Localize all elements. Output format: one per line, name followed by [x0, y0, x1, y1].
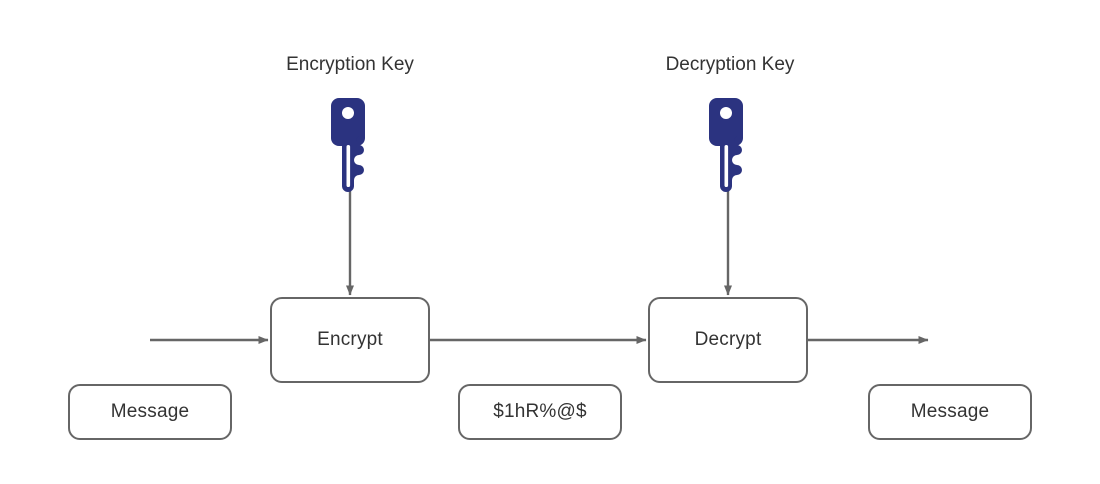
data-node-message-output[interactable]: Message: [868, 384, 1032, 440]
data-node-message-input[interactable]: Message: [68, 384, 232, 440]
key-icon: [331, 98, 365, 192]
process-node-decrypt[interactable]: Decrypt: [648, 297, 808, 383]
decryption-key-label: Decryption Key: [665, 54, 795, 75]
encryption-key-label: Encryption Key: [286, 54, 414, 75]
data-node-ciphertext[interactable]: $1hR%@$: [458, 384, 622, 440]
key-icon: [709, 98, 743, 192]
process-node-encrypt[interactable]: Encrypt: [270, 297, 430, 383]
